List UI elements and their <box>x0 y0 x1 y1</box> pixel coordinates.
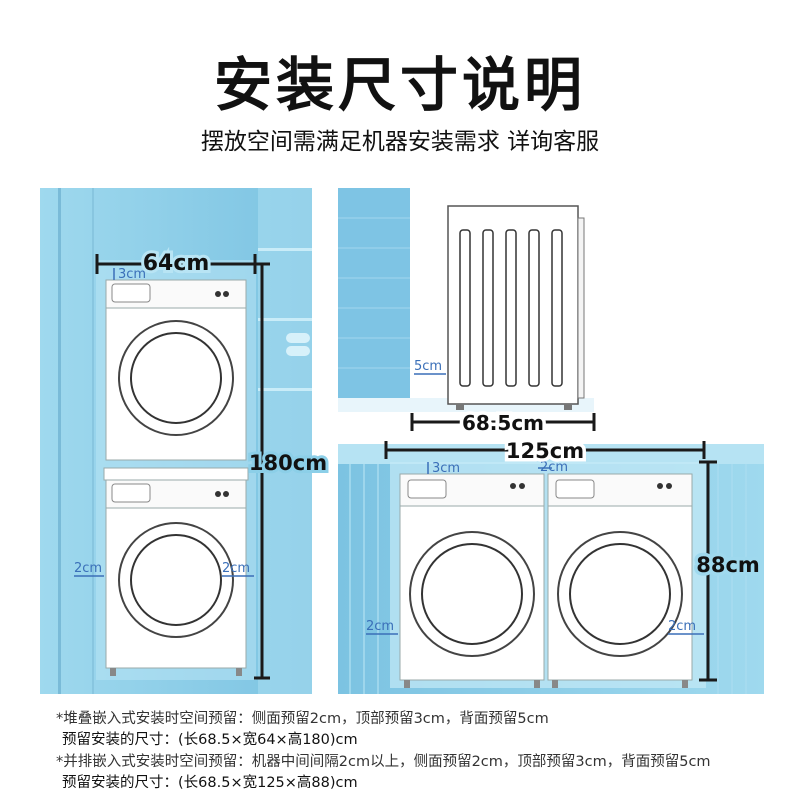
dryer-unit-left <box>399 473 545 688</box>
cabinet-grooves <box>349 464 747 694</box>
parallel-middle-gap: 2cm <box>540 460 568 475</box>
parallel-height-label: 88cm <box>696 553 760 577</box>
back-wall <box>338 188 410 412</box>
shelf-line <box>258 248 312 251</box>
washer-unit-right <box>547 473 693 688</box>
cabinet-edge <box>92 188 94 694</box>
shelf-line <box>258 388 312 391</box>
side-depth-label: 68.5cm <box>462 411 544 435</box>
towel <box>286 333 310 343</box>
page-subtitle: 摆放空间需满足机器安装需求 详询客服 <box>200 129 600 155</box>
stacked-height-label: 180cm <box>249 451 327 475</box>
stacked-side-gap-left: 2cm <box>74 561 102 576</box>
dryer-unit <box>105 279 247 461</box>
shelf-line <box>258 318 312 321</box>
washer-side-body <box>447 205 585 410</box>
parallel-width-label: 125cm <box>506 439 584 463</box>
side-view-diagram: 5cm <box>338 188 594 412</box>
stacked-top-gap: 3cm <box>118 267 146 282</box>
page-title: 安装尺寸说明 <box>213 51 586 119</box>
cabinet-edge <box>58 188 61 694</box>
side-view-back-gap: 5cm <box>414 359 442 374</box>
stacked-width-label: 64cm <box>143 251 210 276</box>
parallel-side-gap-right: 2cm <box>668 619 696 634</box>
stacked-diagram: 64cm 3cm 180cm 2cm 2cm <box>40 188 330 694</box>
parallel-top-gap: 3cm <box>432 461 460 476</box>
parallel-width-dimension: 125cm <box>384 436 706 467</box>
side-depth-dimension: 68.5cm <box>410 408 596 439</box>
stacked-note: *堆叠嵌入式安装时空间预留：侧面预留2cm，顶部预留3cm，背面预留5cm <box>56 711 549 727</box>
parallel-height-dimension: 88cm <box>693 460 763 682</box>
stacked-side-gap-right: 2cm <box>222 561 250 576</box>
stacked-install-panel: 64cm 3cm 180cm 2cm 2cm <box>40 188 330 694</box>
wall-tiles <box>338 217 410 369</box>
shelf-line <box>258 458 312 461</box>
parallel-side-gap-left: 2cm <box>366 619 394 634</box>
side-by-side-panel: 3cm 2cm 2cm 2cm <box>338 444 764 694</box>
parallel-note: *并排嵌入式安装时空间预留：机器中间间隔2cm以上，侧面预留2cm，顶部预留3c… <box>56 754 711 770</box>
stacking-kit <box>103 467 249 481</box>
stacked-size-note: 预留安装的尺寸：(长68.5×宽64×高180)cm <box>62 732 358 748</box>
stacked-height-dimension <box>254 262 270 680</box>
shelf-area <box>258 188 312 694</box>
parallel-size-note: 预留安装的尺寸：(长68.5×宽125×高88)cm <box>62 775 358 791</box>
side-view-panel: 5cm <box>338 188 594 412</box>
towel <box>286 346 310 356</box>
side-by-side-diagram: 3cm 2cm 2cm 2cm <box>338 444 764 694</box>
washer-unit <box>105 479 247 676</box>
